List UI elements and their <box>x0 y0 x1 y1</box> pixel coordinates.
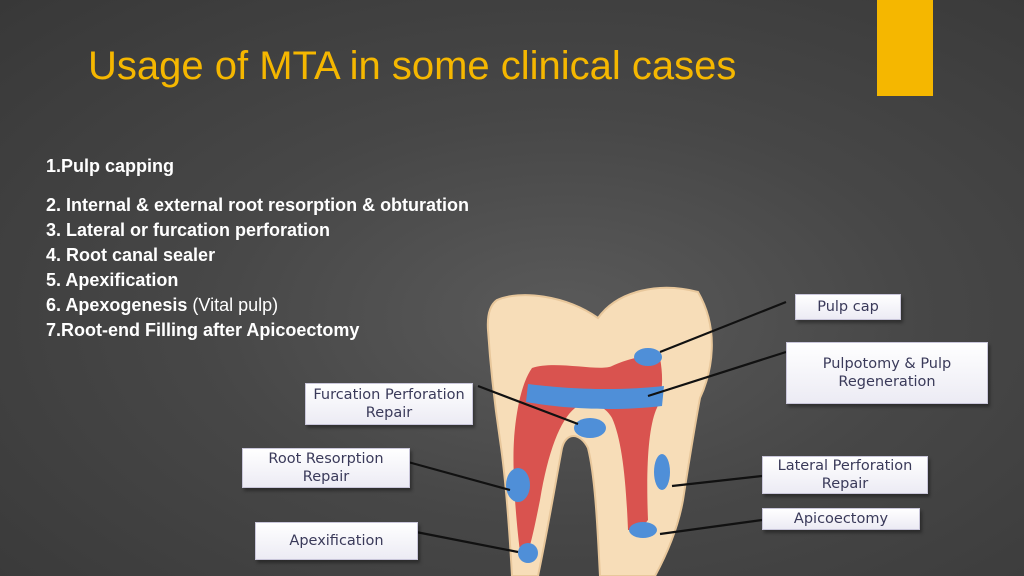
mta-lateral-perforation <box>654 454 670 490</box>
list-item-text: 7.Root-end Filling after Apicoectomy <box>46 320 360 340</box>
leader-line-apicoectomy <box>659 518 763 536</box>
label-apexification: Apexification <box>255 522 418 560</box>
list-item-text: 6. Apexogenesis <box>46 295 188 315</box>
list-item: 1.Pulp capping <box>46 154 469 179</box>
list-item-text: 5. Apexification <box>46 270 179 290</box>
slide-title: Usage of MTA in some clinical cases <box>88 44 737 88</box>
accent-bar <box>877 0 933 96</box>
list-item-note: (Vital pulp) <box>187 295 279 315</box>
leader-line-apexification <box>415 530 519 554</box>
uses-list: 1.Pulp capping 2. Internal & external ro… <box>46 154 469 343</box>
list-item: 4. Root canal sealer <box>46 243 469 268</box>
leader-line-lateral-perforation <box>671 474 763 488</box>
list-item-text: 1.Pulp capping <box>46 156 175 176</box>
leader-line-furcation <box>477 384 579 426</box>
list-item: 6. Apexogenesis (Vital pulp) <box>46 293 469 318</box>
list-item-text: 3. Lateral or furcation perforation <box>46 220 331 240</box>
list-item-text: 2. Internal & external root resorption &… <box>46 195 470 215</box>
label-lateral-perforation: Lateral Perforation Repair <box>762 456 928 494</box>
label-pulpotomy: Pulpotomy & Pulp Regeneration <box>786 342 988 404</box>
leader-line-root-resorption <box>407 460 511 492</box>
list-item-text: 4. Root canal sealer <box>46 245 216 265</box>
mta-pulp-cap <box>634 348 662 366</box>
leader-line-pulp-cap <box>659 300 787 354</box>
label-root-resorption: Root Resorption Repair <box>242 448 410 488</box>
list-item: 2. Internal & external root resorption &… <box>46 193 469 218</box>
mta-furcation-repair <box>574 418 606 438</box>
list-item: 3. Lateral or furcation perforation <box>46 218 469 243</box>
list-item: 7.Root-end Filling after Apicoectomy <box>46 318 469 343</box>
label-pulp-cap: Pulp cap <box>795 294 901 320</box>
mta-pulpotomy-band <box>526 384 664 409</box>
mta-apexification <box>518 543 538 563</box>
mta-root-resorption <box>506 468 530 502</box>
leader-line-pulpotomy <box>647 350 787 398</box>
label-apicoectomy: Apicoectomy <box>762 508 920 530</box>
list-item: 5. Apexification <box>46 268 469 293</box>
label-furcation: Furcation Perforation Repair <box>305 383 473 425</box>
mta-apicoectomy <box>629 522 657 538</box>
